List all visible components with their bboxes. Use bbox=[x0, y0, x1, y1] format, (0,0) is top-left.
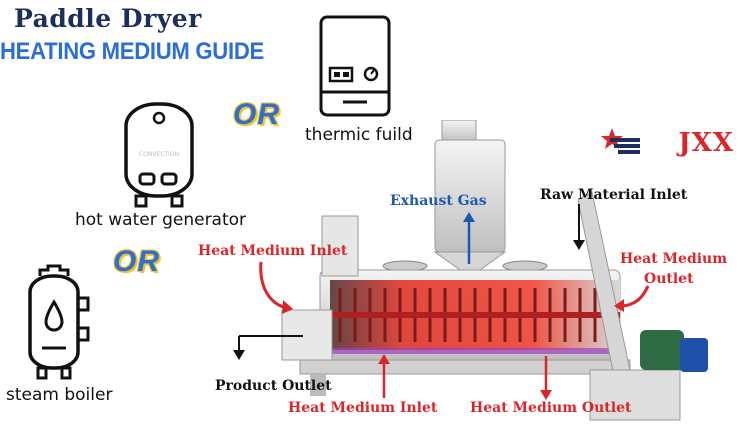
or-label-bottom: OR bbox=[113, 245, 160, 278]
page-title: Paddle Dryer bbox=[14, 4, 202, 33]
hot-water-panel-text: CONVECTION bbox=[139, 151, 179, 158]
thermic-heater-icon bbox=[319, 15, 391, 117]
heat-medium-outlet-right-line2: Outlet bbox=[644, 271, 694, 287]
page-subtitle: HEATING MEDIUM GUIDE bbox=[0, 38, 264, 65]
heat-medium-outlet-bottom-label: Heat Medium Outlet bbox=[470, 400, 632, 416]
raw-material-inlet-label: Raw Material Inlet bbox=[540, 187, 688, 203]
brand-logo: JXX bbox=[678, 128, 734, 158]
star-logo-icon bbox=[601, 128, 640, 154]
heat-outlet-right-arrow-icon bbox=[614, 285, 650, 312]
or-label-top: OR bbox=[233, 98, 280, 131]
exhaust-gas-label: Exhaust Gas bbox=[390, 193, 487, 209]
paddle-dryer-machine bbox=[281, 120, 708, 421]
heat-inlet-bottom-arrow-icon bbox=[378, 354, 390, 398]
thermic-fluid-label: thermic fuild bbox=[305, 125, 413, 145]
exhaust-arrow-icon bbox=[463, 212, 475, 264]
product-outlet-arrow-icon bbox=[233, 335, 303, 360]
heat-medium-outlet-right-line1: Heat Medium bbox=[620, 251, 728, 267]
steam-boiler-label: steam boiler bbox=[6, 385, 113, 405]
steam-boiler-icon bbox=[28, 264, 90, 380]
hot-water-generator-label: hot water generator bbox=[75, 210, 247, 230]
raw-material-arrow-icon bbox=[573, 204, 585, 250]
heat-medium-inlet-top-label: Heat Medium Inlet bbox=[198, 243, 348, 259]
heat-medium-inlet-bottom-label: Heat Medium Inlet bbox=[288, 400, 438, 416]
heat-inlet-top-arrow-icon bbox=[259, 261, 293, 314]
heat-outlet-bottom-arrow-icon bbox=[540, 356, 552, 400]
hot-water-generator-icon: CONVECTION bbox=[124, 102, 194, 208]
product-outlet-label: Product Outlet bbox=[215, 378, 332, 394]
